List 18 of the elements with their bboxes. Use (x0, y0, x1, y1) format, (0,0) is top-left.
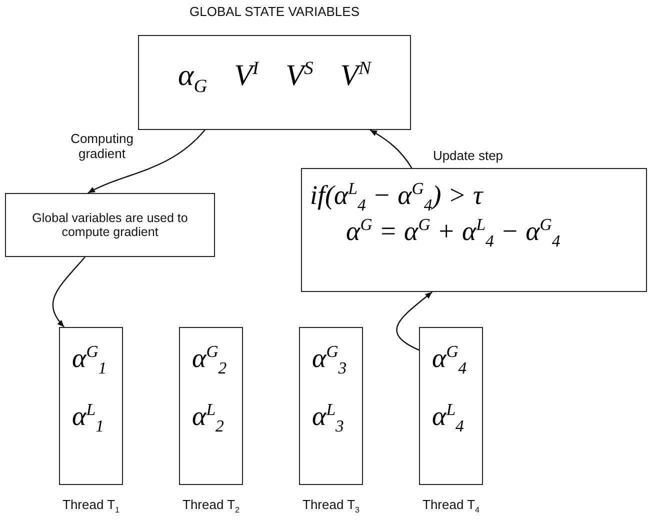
heading: GLOBAL STATE VARIABLES (188, 4, 361, 19)
formula: if(α$^{L}$$_{4}$ − α$^{G}$$_{4}$) > τ (310, 179, 483, 216)
thread-label: Thread T$_{4}$ (422, 497, 480, 515)
arrow (52, 256, 86, 328)
process-box (5, 193, 215, 257)
thread-label: Thread T$_{2}$ (182, 497, 240, 515)
arrow (370, 129, 412, 168)
thread-label: Thread T$_{3}$ (302, 497, 360, 515)
formula: α$_{G}$ V$^{I}$ V$^{S}$ V$^{N}$ (176, 58, 373, 98)
arrow (88, 130, 206, 194)
thread-box (299, 327, 363, 485)
formula-box (301, 168, 647, 292)
thread-label: Thread T$_{1}$ (62, 497, 120, 515)
box-text: Global variables are used to compute gradient (31, 211, 189, 239)
thread-box (419, 327, 483, 485)
thread-box (179, 327, 243, 485)
arrow (396, 292, 433, 351)
thread-box (59, 327, 123, 485)
